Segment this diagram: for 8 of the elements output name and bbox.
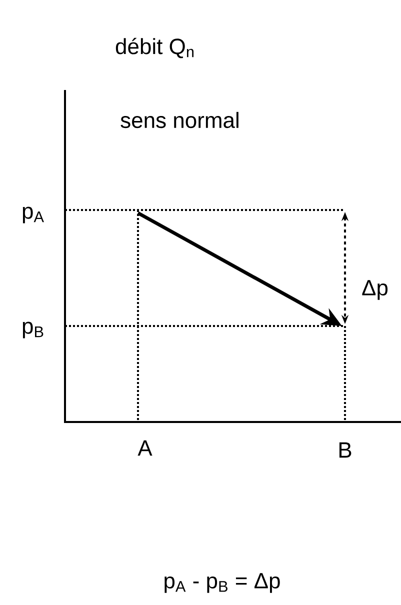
axis-label: p$_{A}$ (22, 206, 44, 224)
dimension-label: Δp (362, 280, 388, 300)
axis-label: sens normal (120, 112, 238, 128)
formula: p$_{A}$ - p$_{B}$ = Δp (164, 573, 280, 593)
axis-label: p$_{B}$ (22, 322, 44, 338)
axis-label: A (138, 440, 152, 456)
axis-label: B (339, 442, 352, 458)
title: débit Q$_{n}$ (116, 38, 194, 58)
